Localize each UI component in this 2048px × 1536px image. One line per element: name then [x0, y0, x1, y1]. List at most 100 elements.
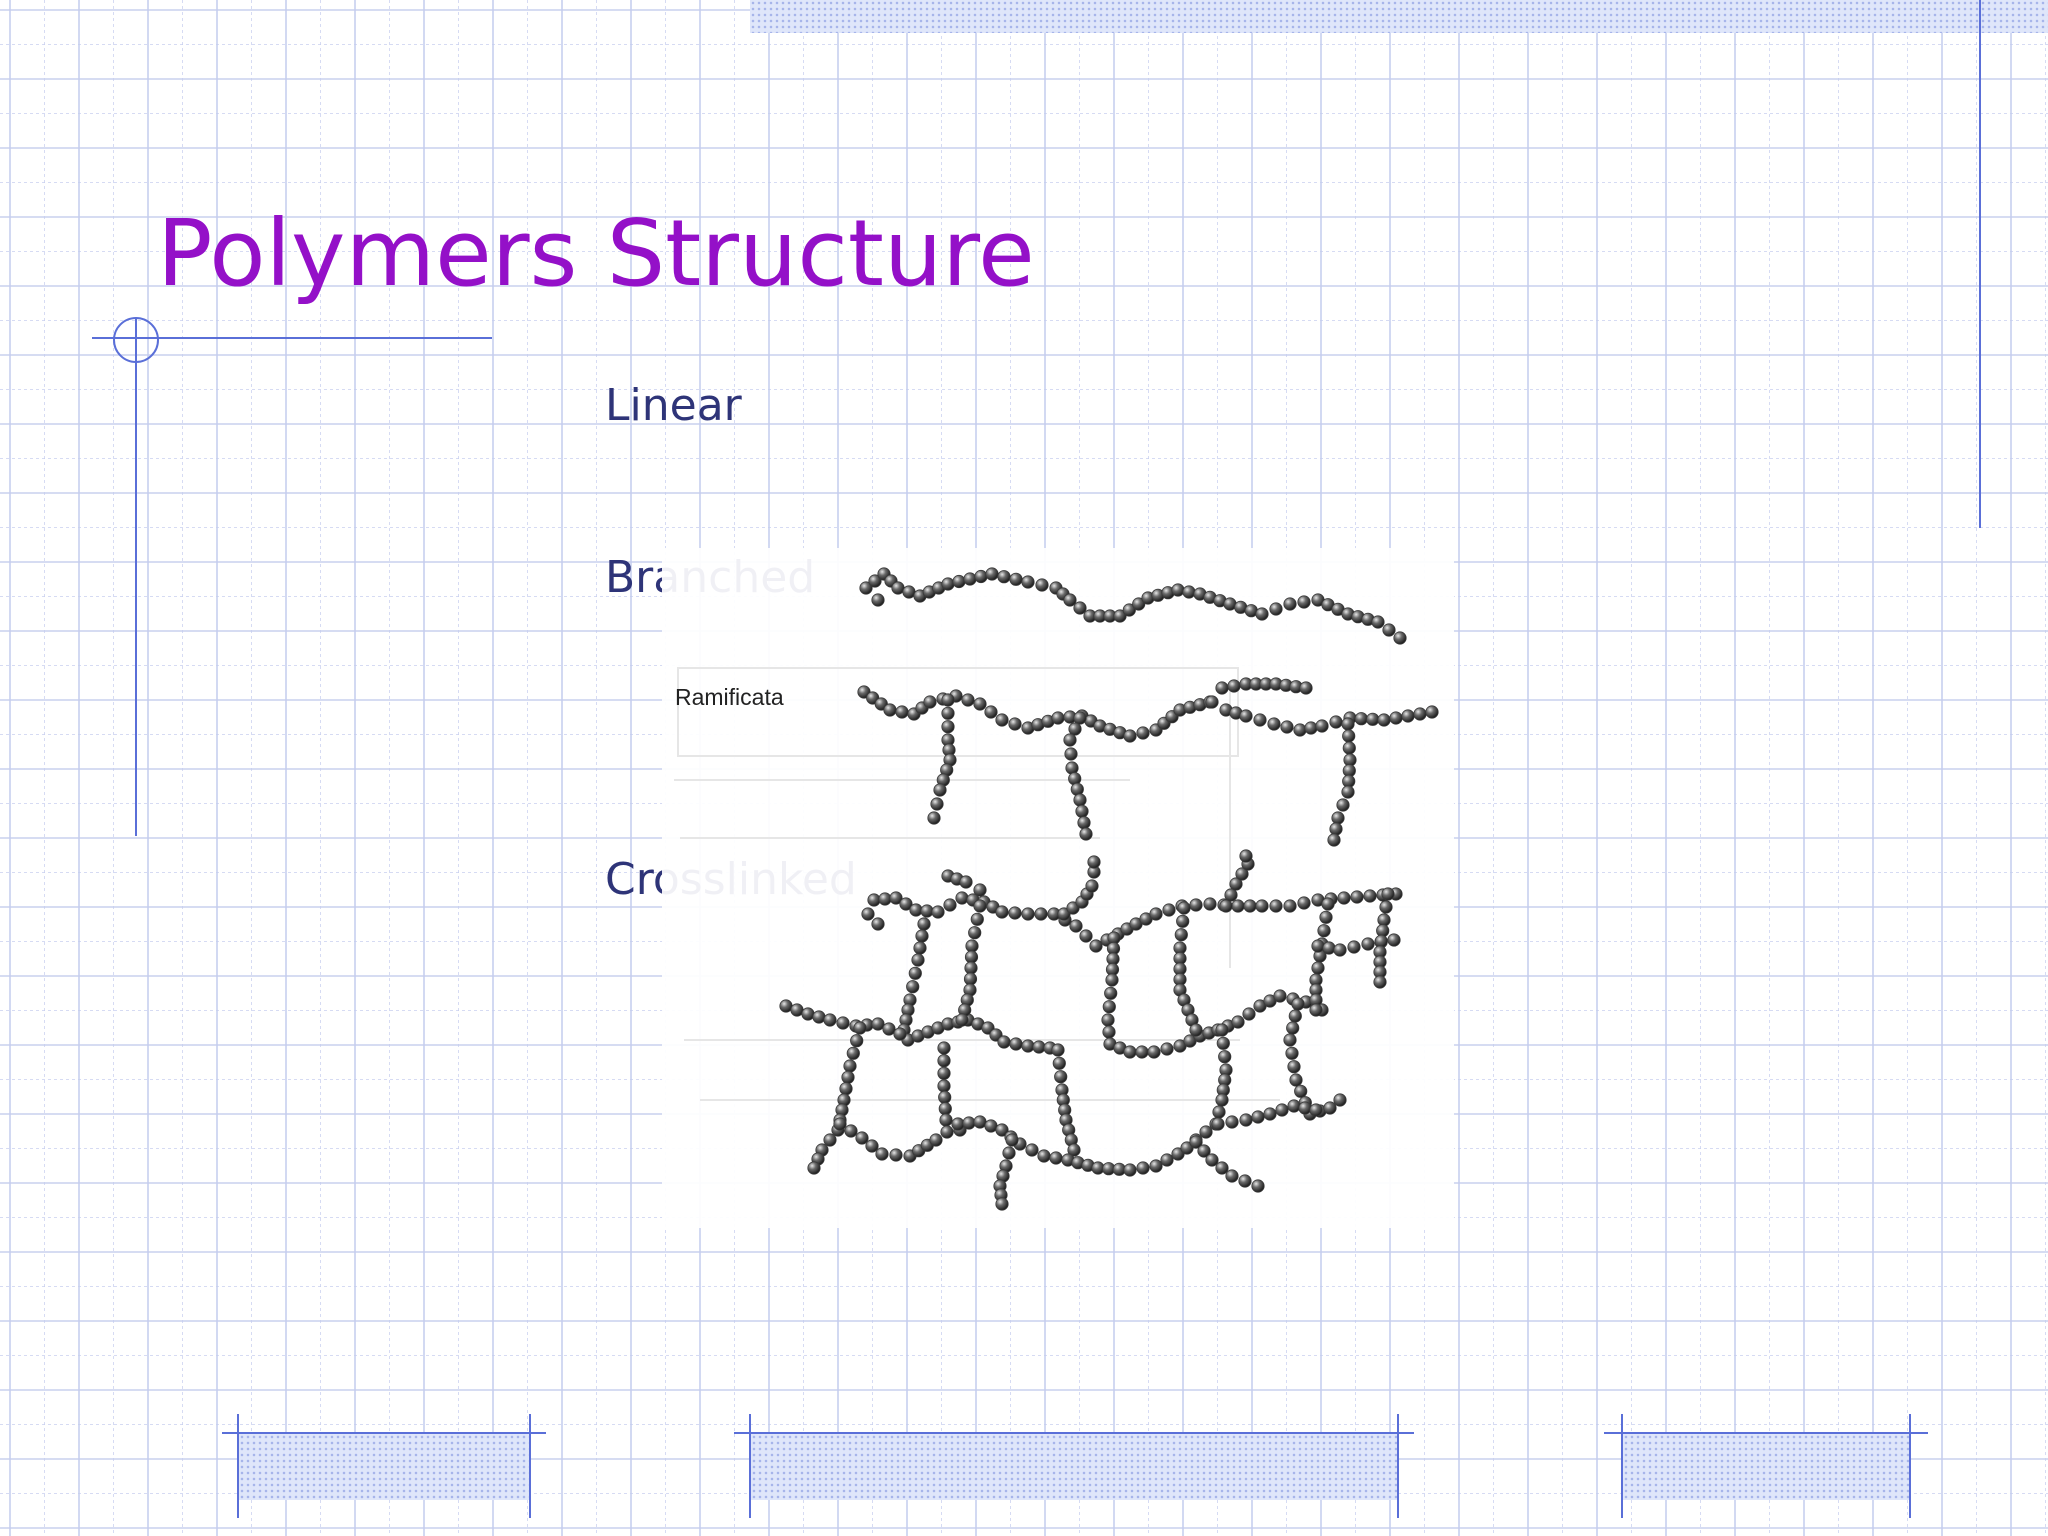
- monomer-bead: [961, 693, 975, 707]
- monomer-bead: [1123, 729, 1137, 743]
- monomer-bead: [1315, 719, 1329, 733]
- monomer-bead: [871, 917, 885, 931]
- monomer-bead: [859, 581, 873, 595]
- monomer-bead: [836, 1016, 850, 1030]
- monomer-bead: [823, 1133, 837, 1147]
- monomer-bead: [906, 980, 920, 994]
- monomer-bead: [899, 897, 913, 911]
- monomer-bead: [1393, 631, 1407, 645]
- monomer-bead: [1379, 900, 1393, 914]
- monomer-bead: [1263, 1107, 1277, 1121]
- monomer-bead: [1267, 717, 1281, 731]
- monomer-bead: [1251, 1179, 1265, 1193]
- monomer-bead: [1253, 713, 1267, 727]
- polymer-chains: [674, 567, 1439, 1211]
- monomer-bead: [923, 695, 937, 709]
- monomer-bead: [1218, 1050, 1232, 1064]
- footer-box-center: [751, 1434, 1397, 1500]
- monomer-bead: [1176, 914, 1190, 928]
- monomer-bead: [1073, 601, 1087, 615]
- monomer-bead: [1005, 1133, 1019, 1147]
- monomer-bead: [1283, 1033, 1297, 1047]
- monomer-bead: [853, 1021, 867, 1035]
- monomer-bead: [871, 1017, 885, 1031]
- monomer-bead: [1136, 726, 1150, 740]
- monomer-bead: [973, 697, 987, 711]
- monomer-bead: [1035, 578, 1049, 592]
- monomer-bead: [1235, 867, 1249, 881]
- monomer-bead: [1269, 899, 1283, 913]
- monomer-bead: [875, 1147, 889, 1161]
- monomer-bead: [1136, 1161, 1150, 1175]
- monomer-bead: [1239, 849, 1253, 863]
- monomer-bead: [1122, 603, 1136, 617]
- monomer-bead: [1008, 717, 1022, 731]
- monomer-bead: [1149, 907, 1163, 921]
- monomer-bead: [1211, 1117, 1225, 1131]
- monomer-bead: [1283, 597, 1297, 611]
- monomer-bead: [973, 883, 987, 897]
- monomer-bead: [933, 783, 947, 797]
- monomer-bead: [1034, 907, 1048, 921]
- monomer-bead: [1215, 1023, 1229, 1037]
- monomer-bead: [1238, 1174, 1252, 1188]
- monomer-bead: [1105, 973, 1119, 987]
- monomer-bead: [1149, 1159, 1163, 1173]
- monomer-bead: [1229, 877, 1243, 891]
- monomer-bead: [850, 1034, 864, 1048]
- monomer-bead: [1224, 888, 1238, 902]
- monomer-bead: [1147, 1045, 1161, 1059]
- monomer-bead: [1177, 901, 1191, 915]
- polymer-illustration: Ramificata: [662, 548, 1454, 1228]
- monomer-bead: [927, 811, 941, 825]
- monomer-bead: [1333, 943, 1347, 957]
- monomer-bead: [970, 912, 984, 926]
- monomer-bead: [889, 891, 903, 905]
- monomer-bead: [893, 1027, 907, 1041]
- footer-box-left: [239, 1434, 529, 1500]
- monomer-bead: [1174, 928, 1188, 942]
- monomer-bead: [1317, 924, 1331, 938]
- monomer-bead: [1063, 733, 1077, 747]
- monomer-bead: [1321, 897, 1335, 911]
- monomer-bead: [1319, 910, 1333, 924]
- monomer-bead: [1231, 1015, 1245, 1029]
- monomer-bead: [1104, 986, 1118, 1000]
- monomer-bead: [1327, 833, 1341, 847]
- monomer-bead: [1160, 1153, 1174, 1167]
- monomer-bead: [868, 574, 882, 588]
- monomer-bead: [1336, 798, 1350, 812]
- monomer-bead: [1068, 722, 1082, 736]
- footer-box-right: [1623, 1434, 1909, 1500]
- monomer-bead: [911, 953, 925, 967]
- monomer-bead: [882, 1022, 896, 1036]
- monomer-bead: [1123, 1163, 1137, 1177]
- monomer-bead: [1197, 1144, 1211, 1158]
- monomer-bead: [995, 1123, 1009, 1137]
- monomer-bead: [929, 1133, 943, 1147]
- monomer-bead: [1361, 937, 1375, 951]
- monomer-bead: [943, 898, 957, 912]
- monomer-bead: [1087, 855, 1101, 869]
- monomer-bead: [1273, 989, 1287, 1003]
- monomer-bead: [1297, 595, 1311, 609]
- label-ramificata: Ramificata: [675, 684, 784, 710]
- monomer-bead: [1285, 1046, 1299, 1060]
- monomer-bead: [1113, 609, 1127, 623]
- monomer-bead: [1215, 1161, 1229, 1175]
- monomer-bead: [1387, 933, 1401, 947]
- monomer-bead: [908, 966, 922, 980]
- monomer-bead: [1054, 1070, 1068, 1084]
- monomer-bead: [1052, 1056, 1066, 1070]
- monomer-bead: [1255, 607, 1269, 621]
- monomer-bead: [1085, 879, 1099, 893]
- monomer-bead: [1205, 1153, 1219, 1167]
- monomer-bead: [1002, 1146, 1016, 1160]
- monomer-bead: [931, 905, 945, 919]
- monomer-bead: [1205, 695, 1219, 709]
- monomer-bead: [1350, 890, 1364, 904]
- monomer-bead: [1255, 899, 1269, 913]
- monomer-bead: [1425, 705, 1439, 719]
